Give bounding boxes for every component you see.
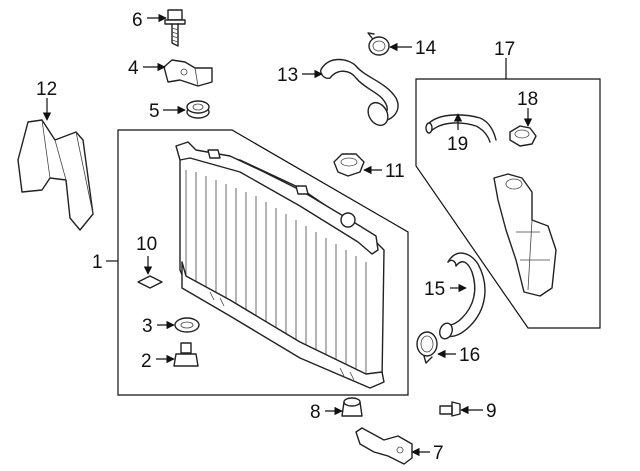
callout-5: 5 [149, 101, 160, 122]
part-10-label-tag [137, 275, 163, 289]
part-4-bracket [163, 59, 213, 87]
part-19-overflow-hose [425, 114, 497, 143]
callout-16: 16 [459, 345, 480, 366]
callout-17: 17 [494, 39, 515, 60]
part-11-radiator-cap [333, 153, 365, 177]
callout-9: 9 [486, 401, 497, 422]
part-2-mount [173, 342, 199, 367]
callout-18: 18 [517, 89, 538, 110]
callout-13: 13 [277, 65, 298, 86]
callout-6: 6 [132, 10, 143, 31]
part-12-air-guide [17, 119, 94, 231]
callout-10: 10 [136, 234, 157, 255]
callout-14: 14 [415, 38, 437, 59]
reservoir-tank [493, 173, 557, 297]
callout-3: 3 [142, 316, 153, 337]
part-5-grommet [186, 100, 210, 119]
reservoir-group-frame [415, 78, 601, 329]
callout-19: 19 [447, 134, 468, 155]
callout-2: 2 [141, 351, 152, 372]
part-9-bolt [439, 401, 461, 417]
callout-1: 1 [92, 252, 103, 273]
callout-11: 11 [385, 161, 405, 182]
part-16-clamp [416, 331, 438, 364]
part-13-upper-hose [320, 58, 399, 127]
callout-7: 7 [433, 443, 444, 464]
part-15-lower-hose [439, 252, 486, 340]
radiator-group-frame [117, 129, 409, 396]
part-1-radiator [175, 141, 385, 389]
part-18-reservoir-cap [509, 125, 537, 147]
part-8-insulator [341, 397, 363, 417]
part-3-seal-ring [174, 317, 200, 333]
callout-15: 15 [424, 279, 445, 300]
callout-8: 8 [310, 402, 321, 423]
part-14-clamp [367, 32, 390, 56]
part-7-lower-bracket [355, 427, 413, 465]
part-6-bolt [164, 9, 186, 47]
callout-12: 12 [36, 79, 57, 100]
callout-4: 4 [128, 58, 139, 79]
